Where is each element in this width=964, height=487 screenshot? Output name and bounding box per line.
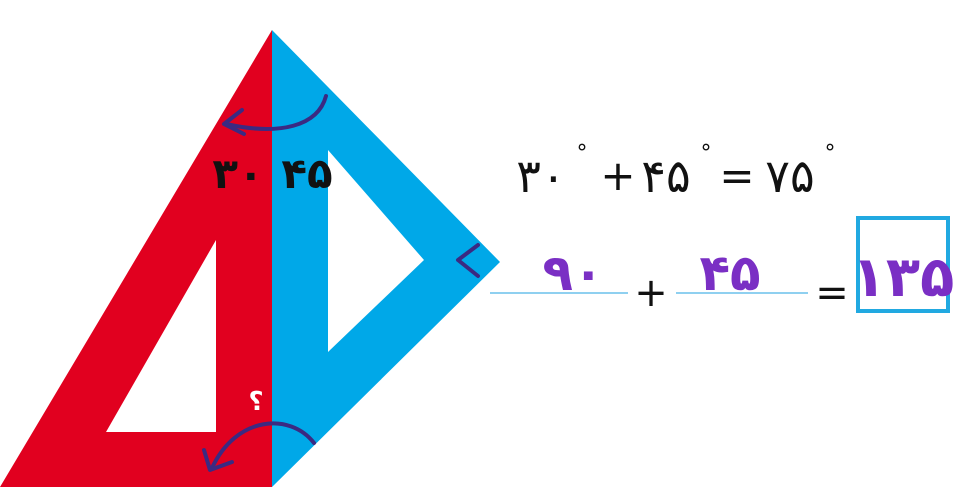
right-angle-marker	[456, 243, 480, 278]
top-eq-term2: ۴۵	[641, 149, 690, 203]
top-eq-term1: ۳۰	[516, 149, 565, 203]
red-set-square	[0, 30, 272, 487]
bottom-eq-term1: ۹۰	[542, 244, 603, 302]
top-angle-arrow	[224, 94, 328, 131]
top-eq-degree-2: °	[701, 141, 712, 166]
bottom-arrow-head-icon	[202, 448, 234, 472]
bottom-eq-answer: ۱۳۵	[852, 245, 955, 310]
top-eq-degree-1: °	[577, 141, 588, 166]
unknown-angle-label: ؟	[248, 387, 263, 417]
bottom-eq-term2: ۴۵	[699, 244, 760, 302]
bottom-eq-equals: =	[815, 270, 849, 316]
answer-box	[856, 216, 950, 313]
top-eq-plus: +	[600, 151, 635, 200]
top-eq-equals: =	[719, 151, 754, 200]
top-eq-degree-3: °	[825, 141, 836, 166]
bottom-eq-plus: +	[634, 270, 668, 316]
top-eq-result: ۷۵	[765, 149, 814, 203]
blue-set-square	[272, 30, 500, 487]
red-angle-label: ۳۰	[212, 149, 263, 198]
top-arrow-head-icon	[222, 108, 246, 136]
bottom-angle-arrow	[210, 421, 316, 470]
blue-angle-label: ۴۵	[281, 149, 332, 198]
